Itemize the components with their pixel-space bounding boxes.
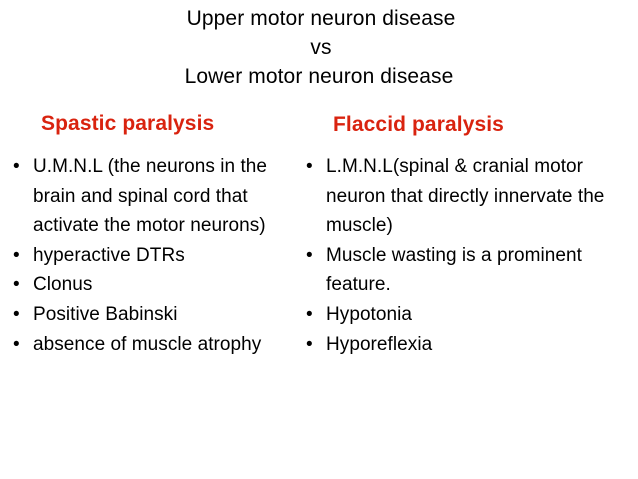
list-item-text: U.M.N.L (the neurons in the brain and sp… bbox=[33, 156, 268, 237]
list-item: • Hyporeflexia bbox=[303, 330, 633, 360]
left-bullet-list: • U.M.N.L (the neurons in the brain and … bbox=[10, 152, 306, 359]
bullet-icon: • bbox=[13, 303, 20, 325]
list-item-text: Positive Babinski bbox=[33, 303, 178, 325]
right-bullet-list: • L.M.N.L(spinal & cranial motor neuron … bbox=[303, 152, 633, 359]
bullet-icon: • bbox=[306, 333, 313, 355]
bullet-icon: • bbox=[306, 156, 313, 177]
list-item-text: absence of muscle atrophy bbox=[33, 333, 262, 355]
left-column: • U.M.N.L (the neurons in the brain and … bbox=[10, 152, 306, 359]
bullet-icon: • bbox=[13, 156, 20, 177]
list-item-text: Muscle wasting is a prominent feature. bbox=[326, 244, 582, 296]
right-column: • L.M.N.L(spinal & cranial motor neuron … bbox=[303, 152, 633, 359]
bullet-icon: • bbox=[13, 274, 20, 296]
list-item: • Hypotonia bbox=[303, 300, 633, 330]
list-item: • hyperactive DTRs bbox=[10, 241, 306, 271]
title-line-vs: vs bbox=[310, 36, 332, 59]
list-item: • Muscle wasting is a prominent feature. bbox=[303, 241, 633, 300]
list-item-text: Clonus bbox=[33, 274, 93, 296]
title-line-3: Lower motor neuron disease bbox=[184, 65, 454, 88]
bullet-icon: • bbox=[306, 244, 313, 266]
right-column-heading: Flaccid paralysis bbox=[333, 113, 504, 136]
bullet-icon: • bbox=[13, 244, 20, 266]
list-item: • Clonus bbox=[10, 270, 306, 300]
list-item: • absence of muscle atrophy bbox=[10, 330, 306, 360]
list-item: • Positive Babinski bbox=[10, 300, 306, 330]
list-item-text: Hypotonia bbox=[326, 303, 413, 325]
slide-title: Upper motor neuron disease vs Lower moto… bbox=[0, 4, 638, 91]
list-item-text: L.M.N.L(spinal & cranial motor neuron th… bbox=[326, 156, 605, 237]
left-column-heading: Spastic paralysis bbox=[41, 112, 215, 135]
list-item: • L.M.N.L(spinal & cranial motor neuron … bbox=[303, 152, 633, 241]
bullet-icon: • bbox=[13, 333, 20, 355]
title-line-1: Upper motor neuron disease bbox=[186, 7, 456, 30]
bullet-icon: • bbox=[306, 303, 313, 325]
list-item-text: Hyporeflexia bbox=[326, 333, 433, 355]
list-item-text: hyperactive DTRs bbox=[33, 244, 185, 266]
list-item: • U.M.N.L (the neurons in the brain and … bbox=[10, 152, 306, 241]
